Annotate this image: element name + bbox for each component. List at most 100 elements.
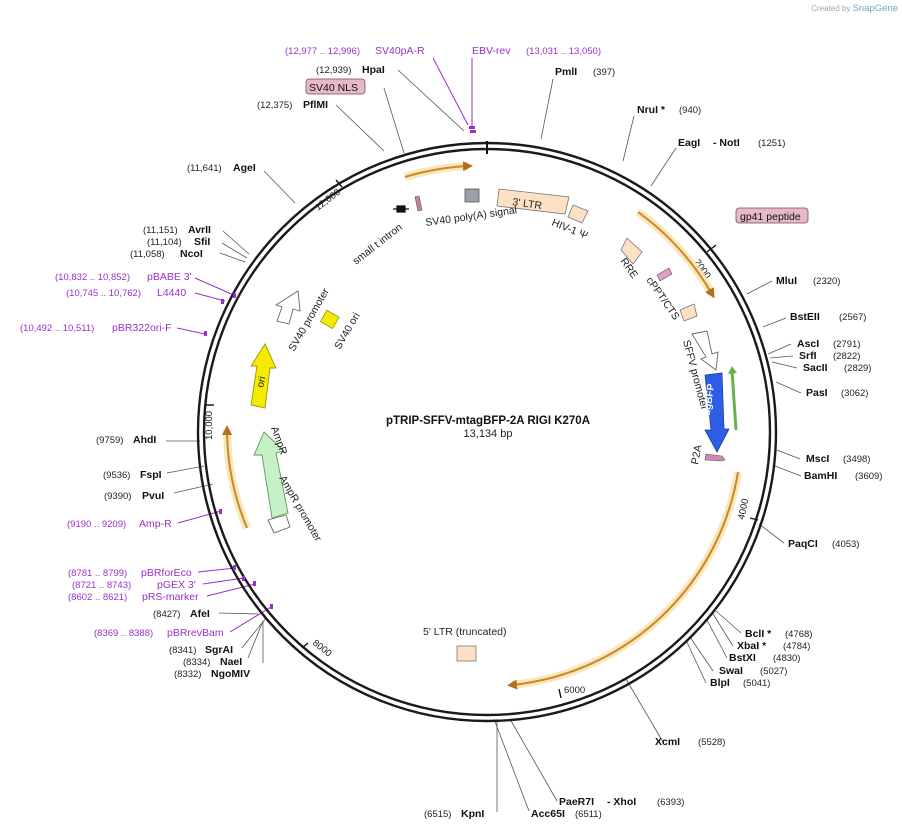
ltr5-box bbox=[456, 645, 477, 662]
site-fspi: FspI bbox=[140, 469, 162, 481]
site-naei-pos: (8334) bbox=[183, 657, 210, 668]
backbone-orf-arrow bbox=[222, 425, 248, 529]
site-hpai: HpaI bbox=[362, 64, 385, 76]
site-xcmi: XcmI bbox=[655, 736, 680, 748]
primer-pgex3: pGEX 3' bbox=[157, 579, 196, 591]
site-ncoi-pos: (11,058) bbox=[130, 249, 165, 260]
rre-box bbox=[620, 237, 643, 265]
credit-prefix: Created by bbox=[811, 4, 851, 13]
site-ngomiv-pos: (8332) bbox=[174, 669, 201, 680]
site-ahdi: AhdI bbox=[133, 434, 156, 446]
site-sfii: SfiI bbox=[194, 236, 210, 248]
snapgene-credit: Created by SnapGene bbox=[811, 3, 898, 14]
site-hpai-pos: (12,939) bbox=[316, 65, 351, 76]
site-srfi-pos: (2822) bbox=[833, 351, 860, 362]
plasmid-name: pTRIP-SFFV-mtagBFP-2A RIGI K270A bbox=[386, 415, 590, 427]
primer-amp-r: Amp-R bbox=[139, 518, 172, 530]
p2a-mark bbox=[704, 453, 726, 462]
site-bcli-pos: (4768) bbox=[785, 629, 812, 640]
p2a-label: P2A bbox=[689, 444, 704, 466]
primer-pbrrevbam-pos: (8369 .. 8388) bbox=[94, 628, 153, 639]
site-fspi-pos: (9536) bbox=[103, 470, 130, 481]
site-asci: AscI bbox=[797, 338, 819, 350]
site-eagi-pos: (1251) bbox=[758, 138, 785, 149]
site-afei-pos: (8427) bbox=[153, 609, 180, 620]
ampr-promoter-box bbox=[267, 514, 291, 534]
site-acc65i: Acc65I bbox=[531, 808, 565, 820]
site-pmli-pos: (397) bbox=[593, 67, 615, 78]
site-kpni-pos: (6515) bbox=[424, 809, 451, 820]
ori-arrow bbox=[250, 343, 277, 409]
gray-feature-box bbox=[464, 188, 480, 203]
site-paqci-pos: (4053) bbox=[832, 539, 859, 550]
tick-label-4000: 4000 bbox=[736, 498, 751, 521]
site-swai-pos: (5027) bbox=[760, 666, 787, 677]
primer-pbrrevbam: pBRrevBam bbox=[167, 627, 224, 639]
site-msci: MscI bbox=[806, 453, 829, 465]
site-pasi-pos: (3062) bbox=[841, 388, 868, 399]
site-nrui-pos: (940) bbox=[679, 105, 701, 116]
ltr5-label: 5' LTR (truncated) bbox=[423, 626, 507, 638]
primer-pbrforeco-pos: (8781 .. 8799) bbox=[68, 568, 127, 579]
site-pflmi: PflMI bbox=[303, 99, 328, 111]
sv40-ori-box bbox=[319, 309, 340, 330]
primer-labels: (12,977 .. 12,996) SV40pA-R EBV-rev (13,… bbox=[20, 45, 601, 639]
restriction-sites: PmlI (397) NruI * (940) EagI - NotI (125… bbox=[96, 64, 882, 820]
leader-lines bbox=[166, 69, 802, 812]
site-blpi: BlpI bbox=[710, 677, 730, 689]
site-bsteii: BstEII bbox=[790, 311, 820, 323]
gp41-label: gp41 peptide bbox=[740, 211, 801, 223]
feature-label-boxes: SV40 NLS gp41 peptide bbox=[305, 78, 809, 224]
primer-pbr322ori-f: pBR322ori-F bbox=[112, 322, 172, 334]
site-avrii: AvrII bbox=[188, 224, 211, 236]
cppt-cts-box bbox=[679, 303, 698, 322]
site-bcli: BclI * bbox=[745, 628, 772, 640]
rigi-orf-glow bbox=[511, 471, 742, 689]
site-pvui-pos: (9390) bbox=[104, 491, 131, 502]
site-bamhi-pos: (3609) bbox=[855, 471, 882, 482]
primer-marks bbox=[204, 126, 476, 609]
position-ticks bbox=[205, 179, 759, 699]
hiv-psi-label: HIV-1 Ψ bbox=[550, 217, 590, 242]
gp41-orf-arrow bbox=[637, 211, 715, 299]
rigi-orf-arrow bbox=[507, 471, 739, 690]
primer-ebv-rev-pos: (13,031 .. 13,050) bbox=[526, 46, 601, 57]
gp41-box bbox=[735, 207, 809, 224]
site-xbai: XbaI * bbox=[737, 640, 767, 652]
site-sgrai: SgrAI bbox=[205, 644, 233, 656]
site-asci-pos: (2791) bbox=[833, 339, 860, 350]
site-sfii-pos: (11,104) bbox=[147, 237, 182, 248]
site-swai: SwaI bbox=[719, 665, 743, 677]
ampr-arrow bbox=[253, 431, 289, 519]
site-mlui: MluI bbox=[776, 275, 797, 287]
cppt-mark bbox=[656, 267, 673, 282]
site-srfi: SrfI bbox=[799, 350, 817, 362]
tick-label-6000: 6000 bbox=[564, 685, 585, 696]
tick-label-10000: 10,000 bbox=[204, 411, 215, 440]
site-msci-pos: (3498) bbox=[843, 454, 870, 465]
site-xbai-pos: (4784) bbox=[783, 641, 810, 652]
site-sacii-pos: (2829) bbox=[844, 363, 871, 374]
site-bstxi: BstXI bbox=[729, 652, 756, 664]
site-agei-pos: (11,641) bbox=[187, 163, 222, 174]
small-t-intron-label: small t intron bbox=[350, 221, 404, 267]
sv40-nls-orf-arrow bbox=[404, 161, 473, 178]
site-bstxi-pos: (4830) bbox=[773, 653, 800, 664]
site-bsteii-pos: (2567) bbox=[839, 312, 866, 323]
backbone-orf-glow bbox=[223, 429, 251, 530]
site-ahdi-pos: (9759) bbox=[96, 435, 123, 446]
primer-prs-marker: pRS-marker bbox=[142, 591, 199, 603]
site-naei: NaeI bbox=[220, 656, 242, 668]
ltr3-label: 3' LTR bbox=[512, 196, 544, 212]
primer-pbabe3: pBABE 3' bbox=[147, 271, 192, 283]
primer-pbrforeco: pBRforEco bbox=[141, 567, 192, 579]
site-acc65i-pos: (6511) bbox=[575, 809, 602, 820]
small-t-intron-mark bbox=[393, 205, 409, 213]
sv40-nls-label: SV40 NLS bbox=[309, 82, 358, 94]
site-xcmi-pos: (5528) bbox=[698, 737, 725, 748]
sv40-promoter-arrow bbox=[274, 290, 301, 325]
plasmid-size: 13,134 bp bbox=[464, 428, 513, 440]
site-sacii: SacII bbox=[803, 362, 828, 374]
primer-leader-lines bbox=[176, 57, 473, 633]
